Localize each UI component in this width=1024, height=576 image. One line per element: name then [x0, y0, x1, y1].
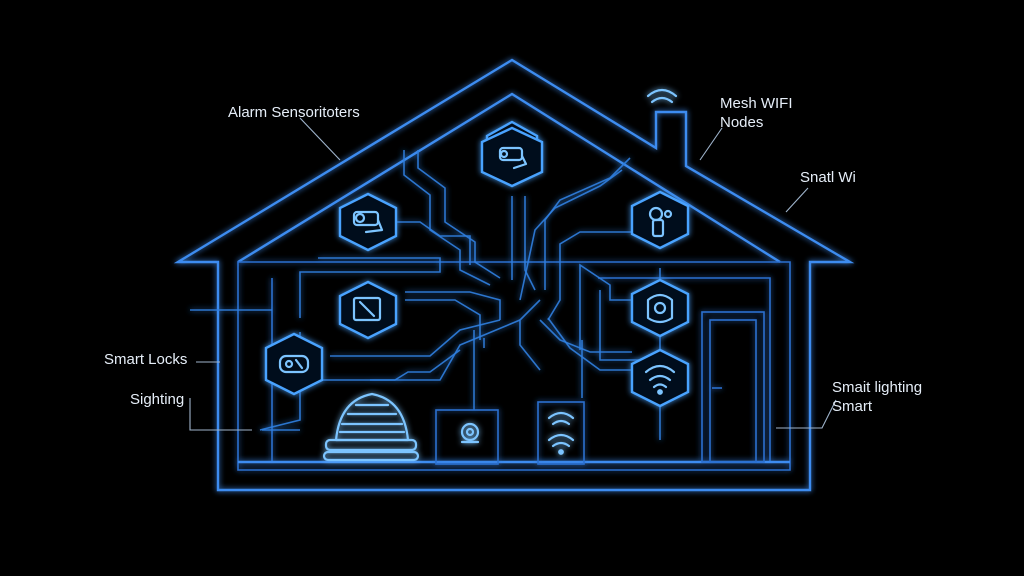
security-camera-icon [498, 146, 528, 170]
door [701, 311, 765, 463]
device-lower-left-lock [264, 332, 324, 396]
roof-outer [173, 58, 855, 492]
house-outline [173, 58, 855, 492]
device-lower-right-wifi [630, 348, 690, 408]
label-smart-locks: Smart Locks [104, 351, 187, 368]
device-upper-left-camera [338, 192, 398, 252]
wifi-icon [644, 364, 676, 395]
roof-inner [237, 92, 781, 264]
device-upper-right-lock [630, 190, 690, 250]
device-smart-speaker [322, 392, 420, 462]
door-inner [709, 319, 757, 463]
label-alarm-sensors: Alarm Sensoritoters [228, 104, 360, 121]
wifi-router-icon [547, 411, 575, 455]
device-floor-camera [435, 409, 499, 465]
circuit-wires [190, 150, 661, 440]
device-mid-right-doorbell [630, 278, 690, 338]
doorbell-icon [646, 293, 674, 324]
label-smart-lighting-line1: Smait lighting [832, 379, 922, 396]
label-mesh-wifi-line2: Nodes [720, 114, 763, 131]
device-mid-left-panel [338, 280, 398, 340]
label-smart-lighting-line2: Smart [832, 398, 873, 415]
smart-lock-icon [278, 354, 310, 374]
keyhole-lock-icon [648, 206, 673, 238]
label-smart-wifi: Snatl Wi [800, 169, 856, 186]
label-pointers [189, 117, 837, 431]
labels: Alarm Sensoritoters Mesh WIFI Nodes Snat… [104, 95, 922, 415]
device-roof-camera [480, 120, 544, 188]
smart-speaker-icon [334, 392, 410, 442]
device-floor-router [537, 401, 585, 465]
inner-wall-left [237, 261, 791, 471]
chimney-wifi-icon [646, 88, 678, 104]
label-sighting: Sighting [130, 391, 184, 408]
label-mesh-wifi-line1: Mesh WIFI [720, 95, 793, 112]
inner-room-right [598, 277, 771, 462]
security-camera-icon [460, 422, 480, 444]
tablet-panel-icon [352, 296, 382, 322]
security-camera-icon [352, 210, 384, 234]
